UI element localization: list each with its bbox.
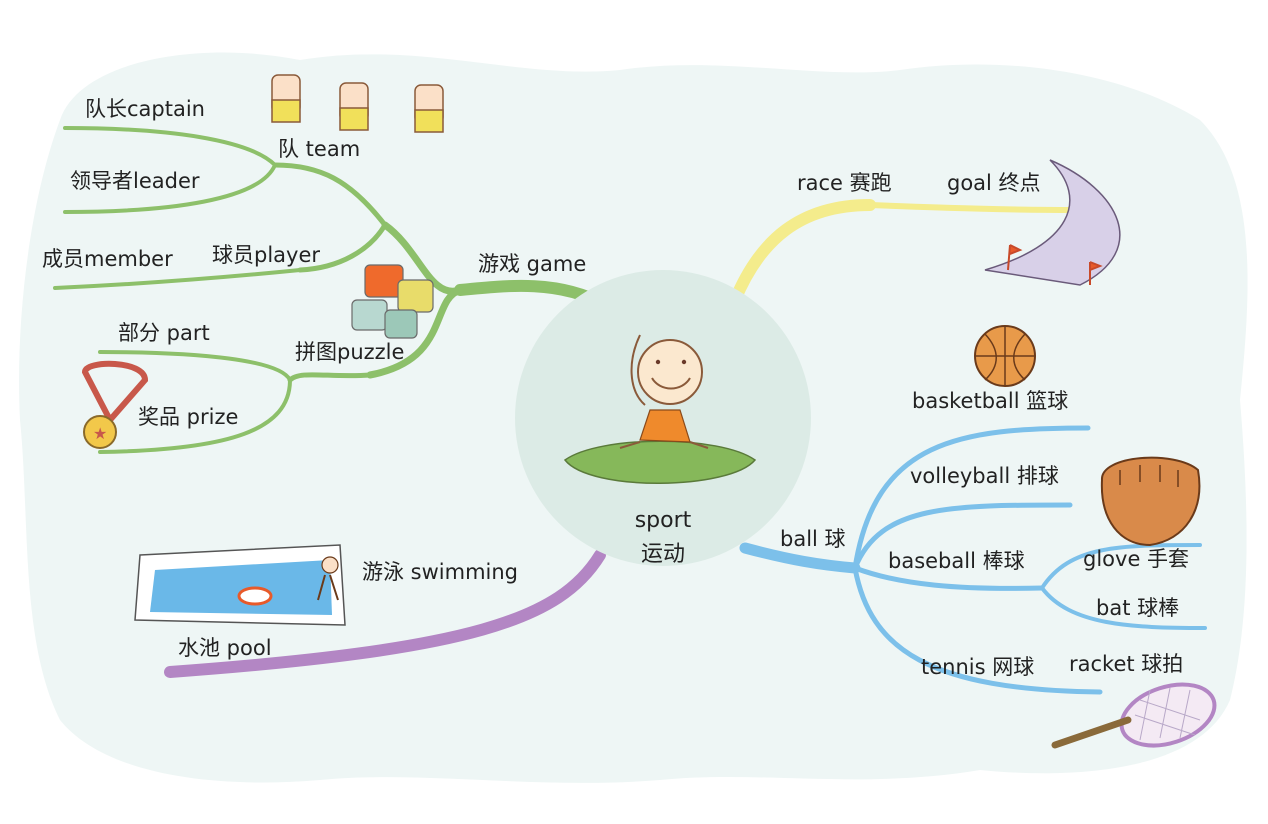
game-branch-lines: [53, 126, 611, 454]
baseball-glove-icon: [1100, 456, 1201, 547]
baseball-label: baseball 棒球: [888, 549, 1025, 573]
racket-label: racket 球拍: [1069, 652, 1184, 676]
ball-branch-lines: [739, 425, 1207, 695]
game-label: 游戏 game: [478, 252, 587, 276]
puzzle-label: 拼图puzzle: [295, 340, 405, 364]
member-label: 成员member: [42, 247, 173, 271]
basketball-icon: [974, 325, 1036, 387]
glove-label: glove 手套: [1083, 547, 1190, 571]
center-label-zh: 运动: [640, 542, 685, 567]
running-kids-icon: [271, 74, 444, 133]
bat-label: bat 球棒: [1096, 596, 1180, 620]
basketball-label: basketball 篮球: [912, 389, 1069, 413]
swimming-branch-lines: [164, 549, 606, 678]
race-label: race 赛跑: [797, 171, 892, 195]
pool-label: 水池 pool: [178, 636, 272, 660]
race-track-icon: [984, 159, 1121, 286]
tennis-label: tennis 网球: [921, 655, 1035, 679]
center-label-en: sport: [634, 508, 692, 533]
part-label: 部分 part: [118, 321, 210, 345]
player-label: 球员player: [212, 243, 321, 267]
race-branch-lines: [729, 199, 1078, 306]
team-label: 队 team: [278, 137, 361, 161]
goal-label: goal 终点: [947, 171, 1041, 195]
leader-label: 领导者leader: [70, 169, 200, 193]
ball-label: ball 球: [780, 527, 846, 551]
swimming-pool-icon: [134, 544, 346, 626]
tennis-racket-icon: [1051, 682, 1217, 749]
volleyball-label: volleyball 排球: [910, 464, 1059, 488]
prize-label: 奖品 prize: [138, 405, 239, 429]
swimming-label: 游泳 swimming: [362, 560, 519, 584]
puzzle-pieces-icon: [351, 264, 434, 339]
svg-text:★: ★: [93, 424, 107, 443]
medal-icon: ★: [81, 360, 149, 449]
cheering-child-icon: [563, 334, 757, 484]
captain-label: 队长captain: [85, 97, 205, 121]
